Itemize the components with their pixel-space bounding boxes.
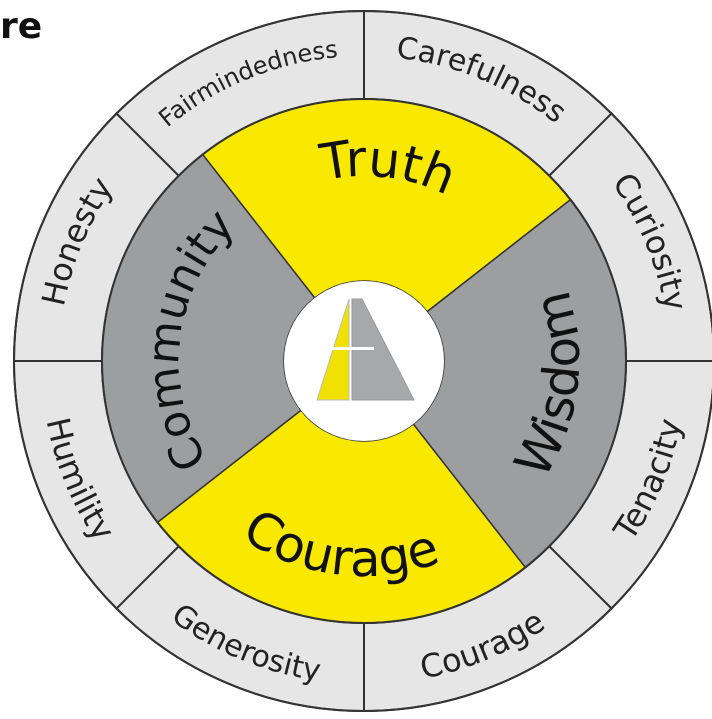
page-title: re (0, 6, 43, 47)
center-logo-icon (314, 298, 415, 401)
